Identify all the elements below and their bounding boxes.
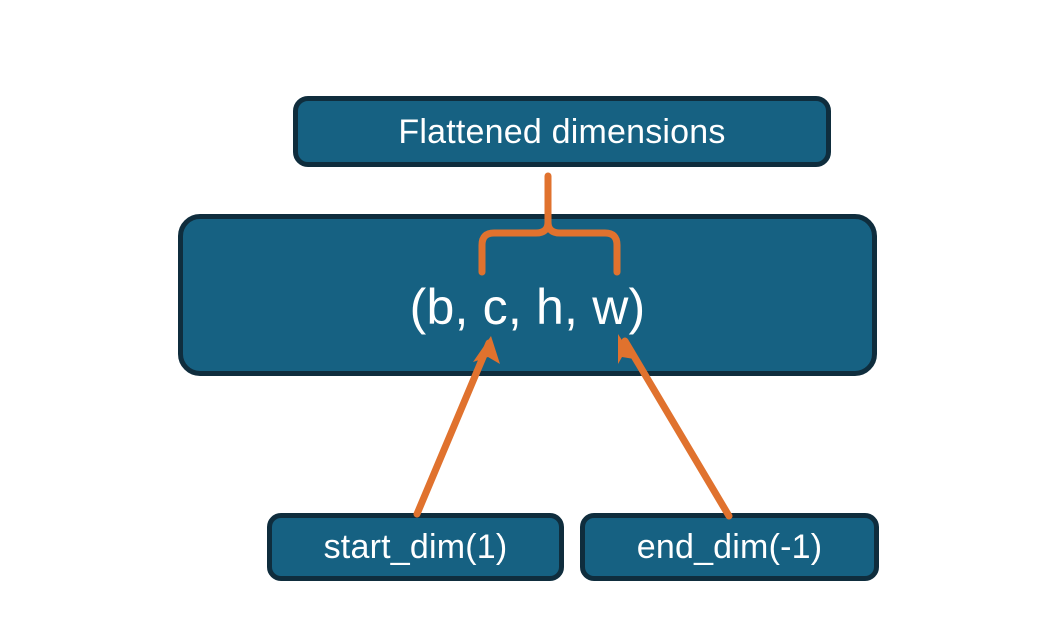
flattened-dimensions-label: Flattened dimensions [398, 112, 726, 151]
tuple-box[interactable]: (b, c, h, w) [178, 214, 877, 376]
end-dim-box[interactable]: end_dim(-1) [580, 513, 879, 581]
tuple-label: (b, c, h, w) [409, 279, 646, 335]
start-dim-label: start_dim(1) [323, 528, 508, 566]
flattened-dimensions-box[interactable]: Flattened dimensions [293, 96, 831, 167]
start-dim-box[interactable]: start_dim(1) [267, 513, 564, 581]
end-dim-label: end_dim(-1) [636, 528, 823, 566]
